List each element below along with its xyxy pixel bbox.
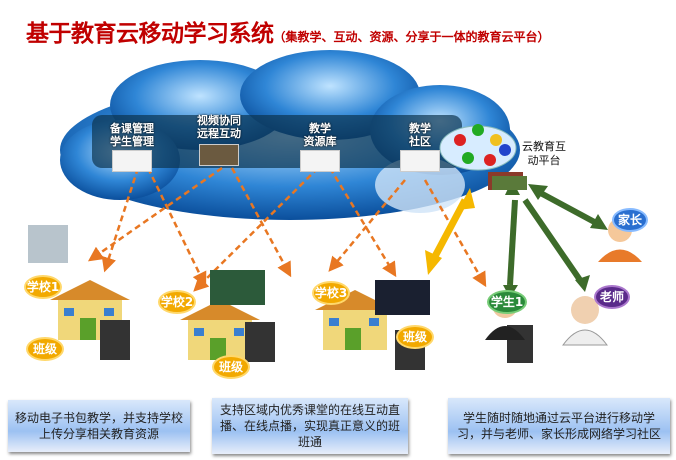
description-classroom: 支持区域内优秀课堂的在线互动直播、在线点播，实现真正意义的班班通: [212, 398, 408, 454]
description-student: 学生随时随地通过云平台进行移动学习，并与老师、家长形成网络学习社区: [448, 398, 670, 454]
module-label: 备课管理: [110, 122, 154, 135]
screenshot-thumbnail: [300, 150, 340, 172]
description-school: 移动电子书包教学，并支持学校上传分享相关教育资源: [8, 400, 190, 452]
screenshot-thumbnail: [112, 150, 152, 172]
platform-label-line: 云教育互: [522, 140, 566, 153]
platform-label: 云教育互动平台: [522, 140, 566, 168]
parent-badge[interactable]: 家长: [612, 208, 648, 232]
dashed-links: [87, 166, 487, 292]
subtitle: （集教学、互动、资源、分享于一体的教育云平台）: [273, 30, 550, 44]
class-1-badge[interactable]: 班级: [26, 337, 64, 361]
class-photos: [28, 225, 533, 370]
school-2-badge[interactable]: 学校2: [158, 290, 196, 314]
module-label: 社区: [409, 135, 431, 148]
module-resource-library[interactable]: 教学资源库: [300, 122, 340, 174]
module-label: 教学: [409, 122, 431, 135]
school-1-badge[interactable]: 学校1: [24, 275, 62, 299]
module-community[interactable]: 教学社区: [400, 122, 440, 174]
student-badge[interactable]: 学生1: [487, 290, 527, 314]
video-thumbnail: [199, 144, 239, 166]
module-label: 视频协同: [197, 114, 241, 127]
platform-people-icon: [439, 124, 527, 190]
module-label: 教学: [309, 122, 331, 135]
module-label: 学生管理: [110, 135, 154, 148]
teacher-badge[interactable]: 老师: [594, 285, 630, 309]
screenshot-thumbnail: [400, 150, 440, 172]
class-2-badge[interactable]: 班级: [212, 355, 250, 379]
page-title: 基于教育云移动学习系统（集教学、互动、资源、分享于一体的教育云平台）: [26, 14, 550, 48]
platform-label-line: 动平台: [527, 154, 561, 167]
school-3-badge[interactable]: 学校3: [312, 281, 350, 305]
title-text: 基于教育云移动学习系统: [26, 21, 274, 47]
module-lesson-student-mgmt[interactable]: 备课管理学生管理: [110, 122, 154, 174]
class-3-badge[interactable]: 班级: [396, 325, 434, 349]
module-label: 资源库: [303, 135, 337, 148]
sync-arrows: [425, 180, 608, 298]
module-label: 远程互动: [197, 127, 241, 140]
module-video-collab[interactable]: 视频协同远程互动: [197, 114, 241, 170]
